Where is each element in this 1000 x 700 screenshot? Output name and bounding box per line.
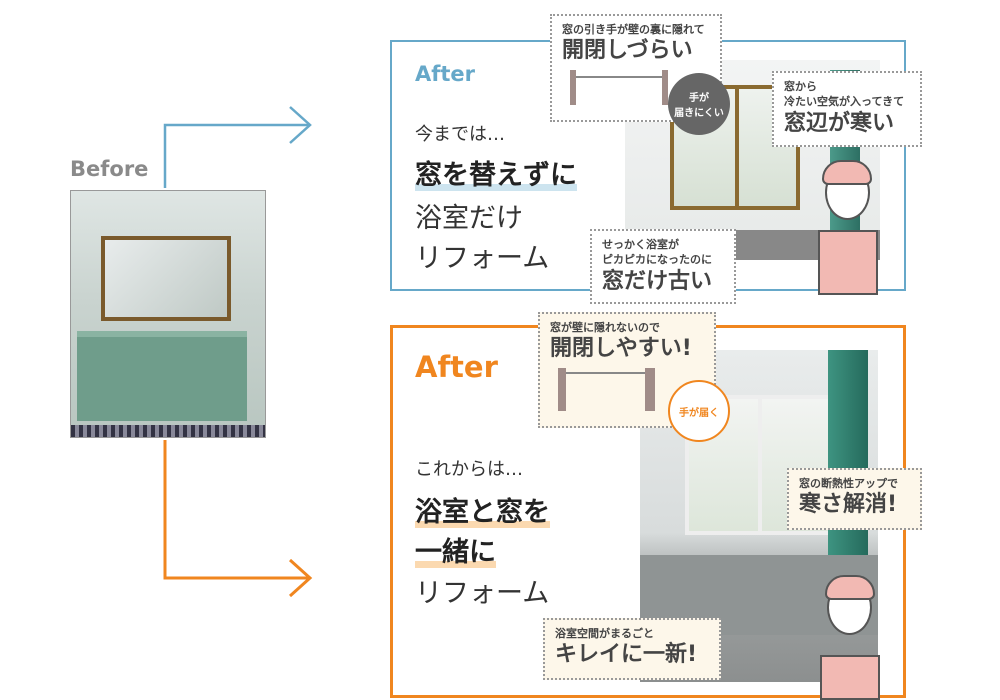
callout-large-text: 寒さ解消! (799, 492, 898, 518)
callout-hard-to-open: 窓の引き手が壁の裏に隠れて 開閉しづらい (550, 14, 722, 122)
future-intro: これからは… (415, 459, 523, 480)
bubble-text: 手が届く (679, 407, 719, 419)
callout-small-text: 窓が壁に隠れないので (550, 321, 660, 334)
callout-small-text: せっかく浴室が ピカピカになったのに (602, 238, 712, 267)
callout-small-text: 浴室空間がまるごと (555, 627, 654, 640)
callout-large-text: 開閉しづらい (562, 38, 693, 64)
callout-cold-solved: 窓の断熱性アップで 寒さ解消! (787, 468, 922, 530)
current-line3: リフォーム (415, 243, 550, 274)
callout-large-text: 開閉しやすい! (550, 336, 692, 362)
callout-cold-window: 窓から 冷たい空気が入ってきて 窓辺が寒い (772, 71, 922, 147)
current-intro: 今までは… (415, 124, 505, 145)
old-bathtub (77, 331, 247, 421)
tile-floor (71, 425, 265, 437)
old-window (101, 236, 231, 321)
future-line3: リフォーム (415, 578, 550, 609)
callout-small-text: 窓から 冷たい空気が入ってきて (784, 80, 905, 109)
window-handle-visible-icon (558, 367, 655, 411)
bubble-text: 手が 届きにくい (674, 93, 724, 119)
future-headline-1: 浴室と窓を (415, 497, 550, 528)
callout-large-text: 窓だけ古い (602, 268, 713, 294)
callout-small-text: 窓の引き手が壁の裏に隠れて (562, 23, 705, 36)
callout-large-text: 窓辺が寒い (784, 110, 895, 136)
before-bathroom-photo (70, 190, 266, 438)
callout-small-text: 窓の断熱性アップで (799, 477, 898, 490)
before-label: Before (70, 157, 149, 181)
callout-old-window: せっかく浴室が ピカピカになったのに 窓だけ古い (590, 229, 736, 304)
callout-large-text: キレイに一新! (555, 642, 698, 668)
after-label-current: After (415, 62, 476, 86)
current-headline: 窓を替えずに (415, 160, 577, 191)
current-line2: 浴室だけ (415, 203, 523, 234)
future-headline-2: 一緒に (415, 537, 496, 568)
reachable-bubble: 手が届く (668, 380, 730, 442)
orange-arrow-icon (163, 440, 313, 598)
hard-to-reach-bubble: 手が 届きにくい (668, 73, 730, 135)
after-label-future: After (415, 350, 498, 384)
callout-renewed: 浴室空間がまるごと キレイに一新! (543, 618, 721, 680)
window-handle-hidden-icon (570, 69, 668, 105)
blue-arrow-icon (163, 106, 312, 188)
